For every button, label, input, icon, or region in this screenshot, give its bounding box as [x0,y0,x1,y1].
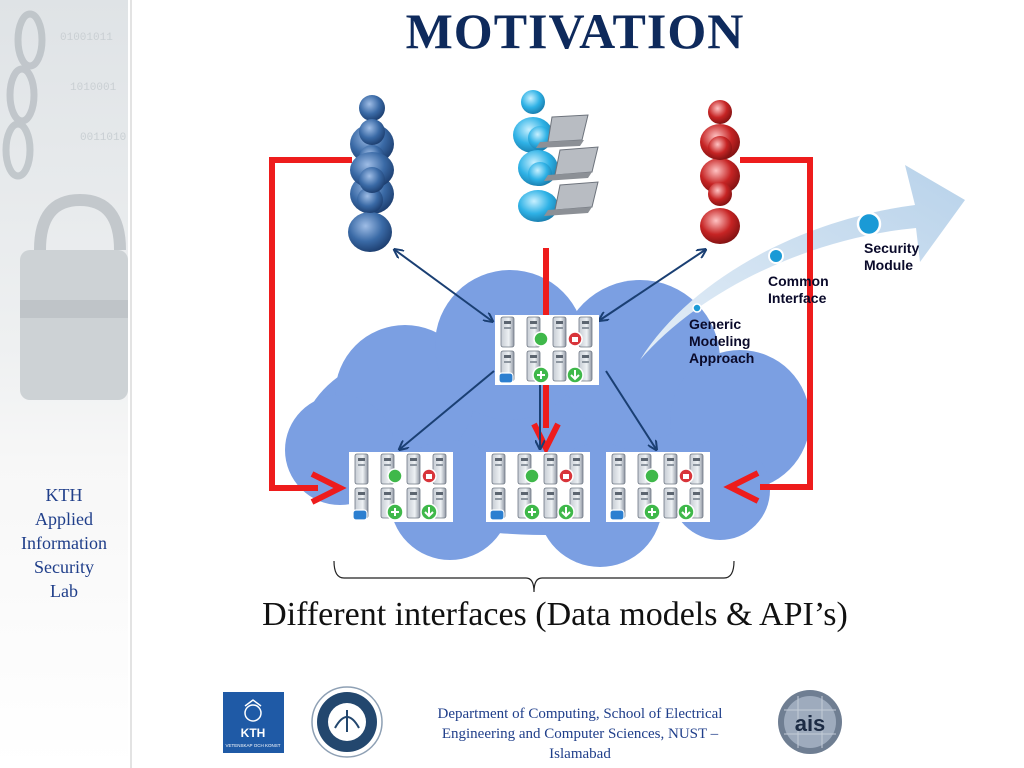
server-group-left [349,452,453,522]
stage-label-line: Generic [689,316,742,332]
department-text: Department of Computing, School of Elect… [400,704,760,764]
server-group-center [486,452,590,522]
stage-label-line: Security [864,240,920,256]
lab-name-line: KTH [45,485,83,505]
progress-arrow [640,165,965,360]
svg-text:VETENSKAP OCH KONST: VETENSKAP OCH KONST [226,743,281,748]
server-group-right [606,452,710,522]
stage-label-common-interface: Common Interface [768,273,829,307]
kth-logo: KTH VETENSKAP OCH KONST [223,692,284,753]
lab-name-line: Lab [50,581,78,601]
svg-text:01001011: 01001011 [60,32,113,44]
server-group-hub [495,315,599,385]
interfaces-brace [333,560,735,593]
blue-connectors [395,250,705,449]
user-group-laptop-icon [513,90,599,222]
stage-label-line: Modeling [689,333,751,349]
lab-name: KTH Applied Information Security Lab [0,483,128,603]
stage-label-line: Module [864,257,913,273]
user-group-blue-icon [348,95,394,252]
red-arrowhead-center [531,422,561,455]
lab-name-line: Applied [35,509,93,529]
user-group-red-icon [700,100,740,244]
stage-dot-security [856,211,882,237]
department-line: Engineering and Computer Sciences, NUST … [441,726,719,742]
interfaces-caption: Different interfaces (Data models & API’… [262,596,848,633]
stage-label-line: Common [768,273,829,289]
svg-text:0011010: 0011010 [80,132,126,144]
stage-dot-generic [692,303,702,313]
department-line: Department of Computing, School of Elect… [437,706,723,722]
stage-label-line: Approach [689,350,755,366]
sidebar-background: 01001011 1010001 0011010 KTH Applied Inf… [0,0,128,768]
sidebar-divider [130,0,132,768]
ais-logo: ais [778,690,842,754]
stage-dot-common [768,248,784,264]
lab-name-line: Information [21,533,107,553]
stage-label-line: Interface [768,290,827,306]
lab-name-line: Security [34,557,94,577]
stage-label-generic-modeling: Generic Modeling Approach [689,316,754,367]
svg-text:KTH: KTH [241,726,266,740]
slide-title: MOTIVATION [405,3,745,59]
stage-label-security-module: Security Module [864,240,919,274]
department-line: Islamabad [549,746,611,762]
nust-logo [311,686,383,758]
svg-text:1010001: 1010001 [70,82,117,94]
svg-text:ais: ais [795,711,826,736]
padlock-chain-icon: 01001011 1010001 0011010 [2,10,128,400]
red-arrowhead-left [310,471,347,505]
red-arrowhead-right [723,470,760,504]
